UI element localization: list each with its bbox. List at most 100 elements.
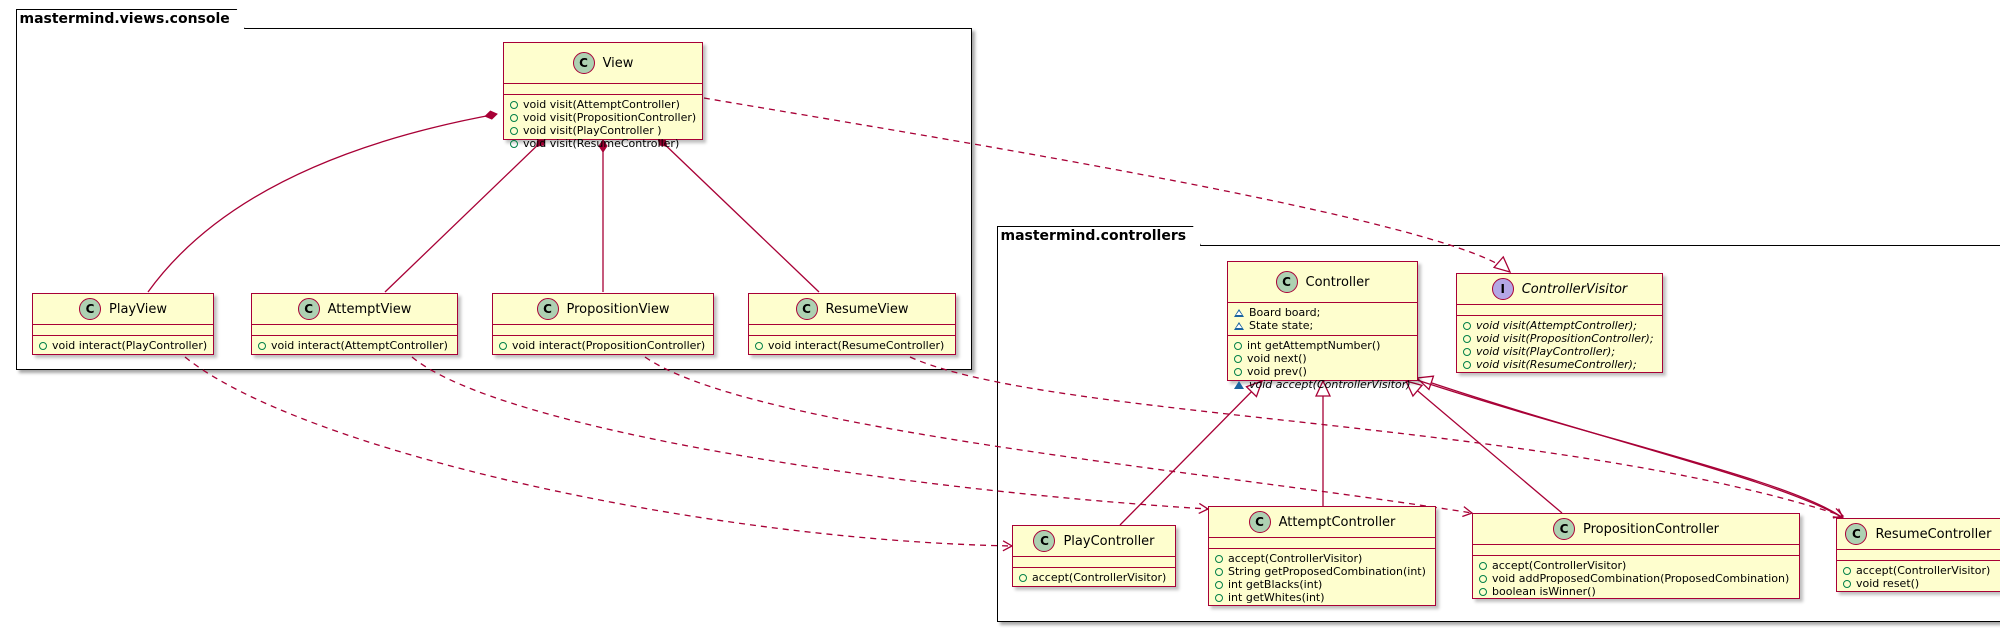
method: void visit(PlayController); [1463,345,1662,358]
method: void visit(ResumeController); [1463,358,1662,371]
composition-view-attemptview [384,137,546,293]
public-icon [510,113,518,122]
package-views-console-name: mastermind.views.console [16,9,245,29]
class-playcontroller-fields [1013,557,1175,568]
class-resumecontroller-name: ResumeController [1875,526,1992,542]
public-icon [1215,580,1223,589]
public-icon [510,139,518,148]
class-playview-header: C PlayView [33,294,213,325]
method: void addProposedCombination(ProposedComb… [1479,572,1799,585]
public-icon [755,341,763,350]
public-icon [1019,573,1027,582]
interface-controllervisitor-methods: void visit(AttemptController); void visi… [1457,316,1662,374]
field: State state; [1234,319,1417,332]
package-method-icon [1234,380,1244,389]
method: void visit(PropositionController); [1463,332,1662,345]
method: void next() [1234,352,1417,365]
public-icon [510,126,518,135]
class-attemptview-header: C AttemptView [252,294,457,325]
class-propositionview-fields [493,325,713,336]
class-propositionview-methods: void interact(PropositionController) [493,336,713,355]
dependency-resumeview-resumecontroller [909,356,1845,519]
public-icon [1215,554,1223,563]
method: void visit(AttemptController); [1463,319,1662,332]
class-propositioncontroller-name: PropositionController [1582,521,1720,537]
public-icon [1463,321,1471,330]
class-propositioncontroller: C PropositionController accept(Controlle… [1472,513,1800,599]
public-icon [1463,334,1471,343]
class-view-fields [504,84,702,95]
public-icon [39,341,47,350]
class-view-name: View [602,55,634,71]
method: accept(ControllerVisitor) [1843,564,2000,577]
method: void interact(PlayController) [39,339,213,352]
public-icon [1479,574,1487,583]
dependency-propositionview-propositioncontroller [644,356,1474,518]
class-stereotype-icon: C [1845,523,1868,545]
class-attemptview-fields [252,325,457,336]
class-view-methods: void visit(AttemptController) void visit… [504,95,702,153]
class-attemptcontroller: C AttemptController accept(ControllerVis… [1208,506,1436,606]
dependency-attemptview-attemptcontroller [411,356,1210,515]
class-stereotype-icon: C [297,298,320,320]
method: String getProposedCombination(int) [1215,565,1435,578]
public-icon [1463,347,1471,356]
class-propositionview-name: PropositionView [566,301,670,317]
association-controller-resumecontroller [1416,379,1845,519]
class-attemptview-methods: void interact(AttemptController) [252,336,457,355]
class-resumecontroller-methods: accept(ControllerVisitor) void reset() [1837,561,2000,593]
class-playview-methods: void interact(PlayController) [33,336,213,355]
class-view-header: C View [504,43,702,84]
class-resumecontroller: C ResumeController accept(ControllerVisi… [1836,518,2000,592]
field: Board board; [1234,306,1417,319]
public-icon [499,341,507,350]
public-icon [1215,593,1223,602]
class-propositioncontroller-methods: accept(ControllerVisitor) void addPropos… [1473,556,1799,601]
class-attemptview: C AttemptView void interact(AttemptContr… [251,293,458,355]
public-icon [258,341,266,350]
interface-controllervisitor-name: ControllerVisitor [1521,281,1628,297]
class-attemptcontroller-header: C AttemptController [1209,507,1435,538]
method: void visit(AttemptController) [510,98,702,111]
interface-controllervisitor-fields [1457,305,1662,316]
class-stereotype-icon: C [1275,271,1298,293]
public-icon [1843,579,1851,588]
package-private-icon [1234,321,1244,330]
package-controllers-name: mastermind.controllers [997,226,1202,246]
class-propositioncontroller-header: C PropositionController [1473,514,1799,545]
method: void visit(ResumeController) [510,137,702,150]
public-icon [1215,567,1223,576]
package-views-console: mastermind.views.console [16,28,972,370]
package-private-icon [1234,308,1244,317]
class-playview-name: PlayView [109,301,167,317]
composition-view-playview [147,110,498,293]
dependency-playview-playcontroller [184,356,1014,552]
class-resumeview-name: ResumeView [825,301,909,317]
method: accept(ControllerVisitor) [1019,571,1175,584]
class-controller-name: Controller [1305,274,1370,290]
method: void prev() [1234,365,1417,378]
method: int getWhites(int) [1215,591,1435,604]
class-playcontroller-methods: accept(ControllerVisitor) [1013,568,1175,587]
method: accept(ControllerVisitor) [1479,559,1799,572]
method: void visit(PlayController ) [510,124,702,137]
generalization-playcontroller-controller [1119,379,1264,526]
method: accept(ControllerVisitor) [1215,552,1435,565]
package-controllers: mastermind.controllers [997,245,2000,622]
class-controller-fields: Board board; State state; [1228,303,1417,336]
public-icon [1234,354,1242,363]
class-stereotype-icon: C [1033,530,1056,552]
method: void visit(PropositionController) [510,111,702,124]
method: void interact(AttemptController) [258,339,457,352]
method: void accept(ControllerVisitor) [1234,378,1417,391]
realization-view-controllervisitor [703,97,1512,274]
method: int getAttemptNumber() [1234,339,1417,352]
interface-stereotype-icon: I [1491,278,1514,300]
class-stereotype-icon: C [572,52,595,74]
method: void interact(PropositionController) [499,339,713,352]
public-icon [510,100,518,109]
public-icon [1463,360,1471,369]
class-attemptcontroller-methods: accept(ControllerVisitor) String getProp… [1209,549,1435,607]
method: void reset() [1843,577,2000,590]
